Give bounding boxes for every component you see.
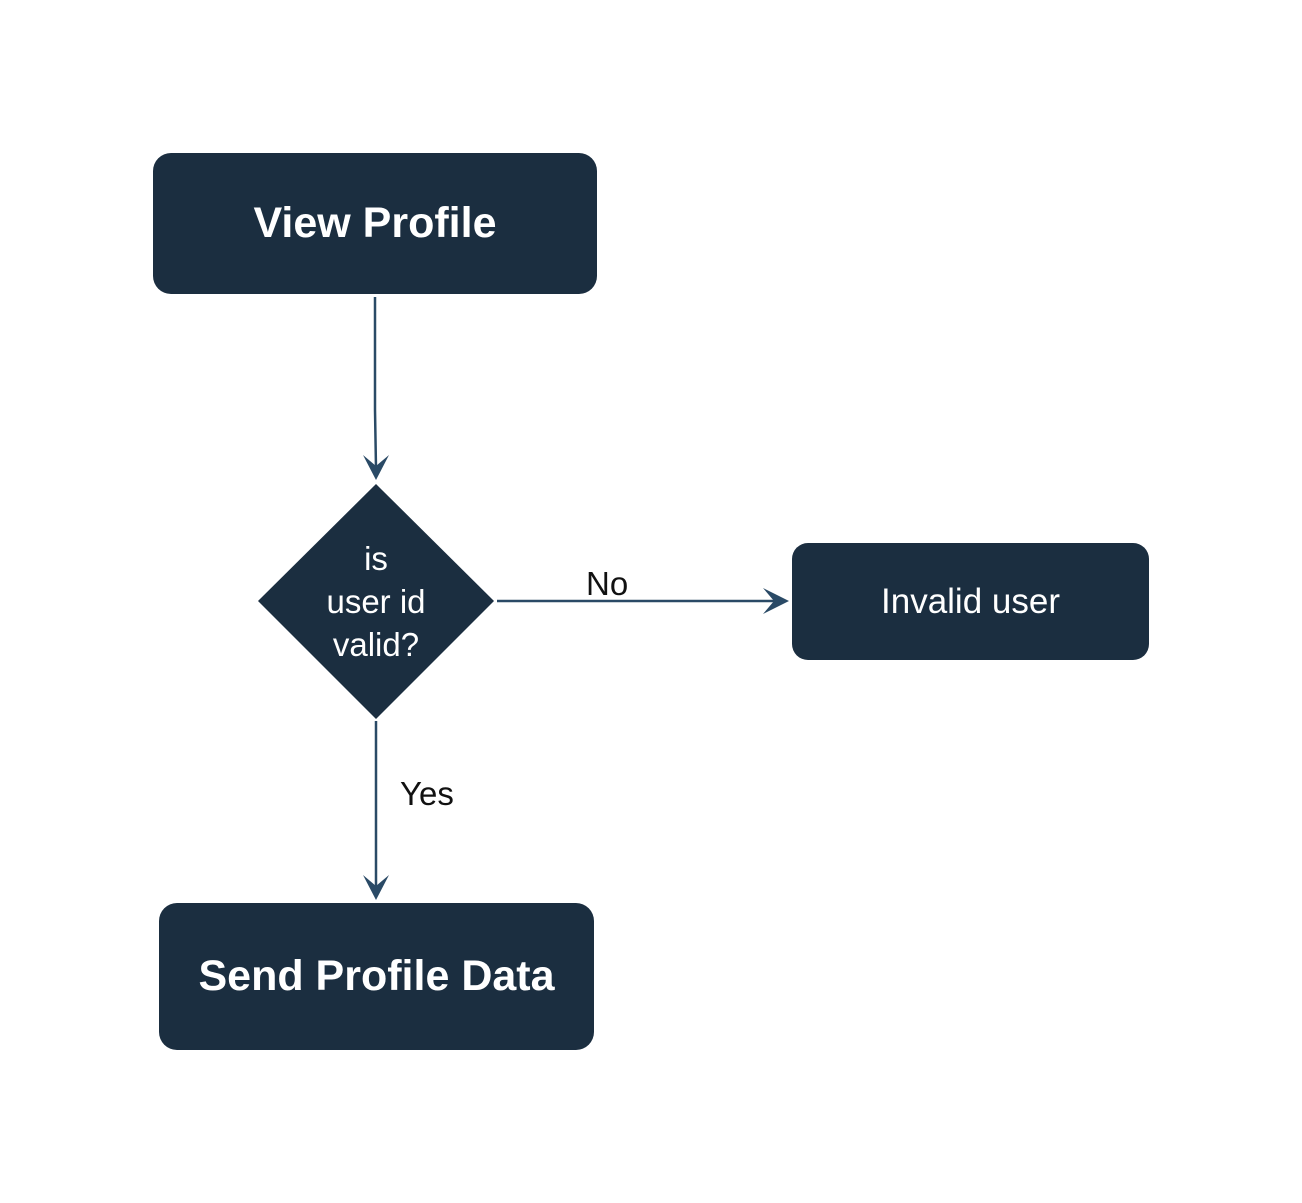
view-profile-node: View Profile	[153, 153, 597, 294]
decision-label-line-1: is	[364, 539, 388, 577]
invalid-user-node: Invalid user	[792, 543, 1149, 660]
edge-view-to-decision	[373, 297, 378, 469]
send-profile-data-node: Send Profile Data	[159, 903, 594, 1050]
decision-label: is user id valid?	[296, 536, 456, 666]
send-profile-data-label: Send Profile Data	[198, 952, 555, 1000]
invalid-user-label: Invalid user	[881, 581, 1060, 621]
arrowhead-decision-to-send	[363, 875, 389, 900]
arrowhead-view-to-decision	[363, 455, 389, 480]
decision-label-line-2: user id	[326, 582, 426, 620]
view-profile-label: View Profile	[253, 199, 497, 247]
arrowhead-decision-to-invalid	[763, 588, 789, 614]
decision-label-line-3: valid?	[332, 625, 420, 663]
decision-diamond	[258, 484, 494, 719]
edge-label-yes: Yes	[400, 775, 454, 812]
edge-label-no: No	[586, 565, 629, 602]
